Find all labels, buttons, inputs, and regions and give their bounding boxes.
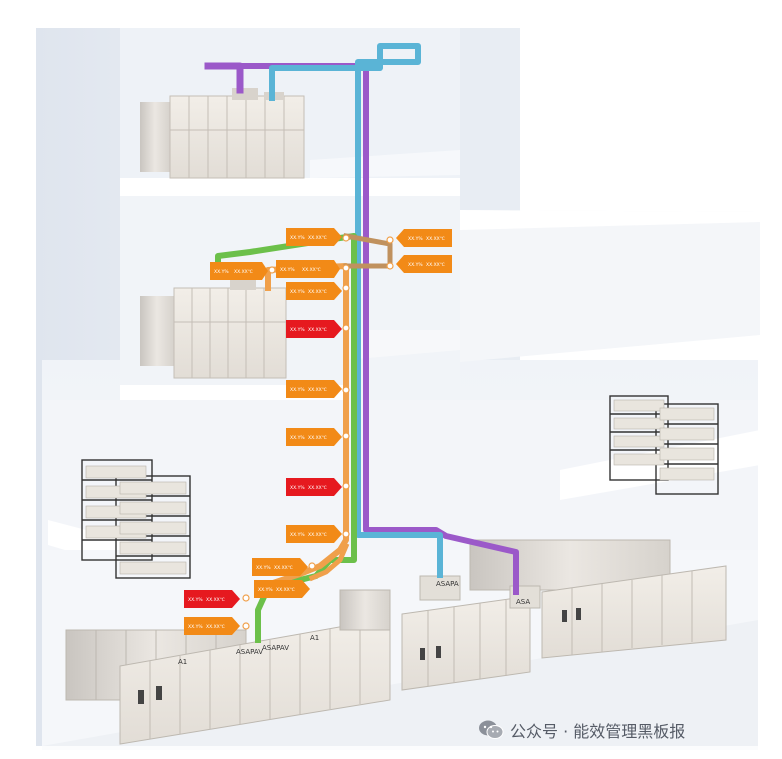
sensor-tag[interactable]: XX.Y% XX.XX℃ — [396, 229, 452, 247]
sensor-tag[interactable]: XX.Y% XX.XX℃ — [210, 262, 268, 280]
pipe-network — [204, 43, 519, 643]
tag-value-temperature: XX.XX℃ — [302, 267, 321, 273]
tag-value-temperature: XX.XX℃ — [276, 587, 295, 593]
sensor-tag[interactable]: XX.Y% XX.XX℃ — [286, 282, 342, 300]
sensor-tag[interactable]: XX.Y% XX.XX℃ — [276, 260, 340, 278]
tag-value-humidity: XX.Y% — [408, 236, 423, 242]
floor-3-room — [120, 196, 760, 400]
tag-value-humidity: XX.Y% — [188, 597, 203, 603]
sensor-tag[interactable]: XX.Y% XX.XX℃ — [396, 255, 452, 273]
tag-value-humidity: XX.Y% — [214, 269, 229, 275]
tag-value-temperature: XX.XX℃ — [308, 485, 327, 491]
equipment-label: ASAPAV — [262, 644, 289, 652]
ahu-unit-top — [140, 88, 305, 179]
tag-value-temperature: XX.XX℃ — [308, 435, 327, 441]
sensor-tag[interactable]: XX.Y% XX.XX℃ — [286, 428, 342, 446]
battery-rack-right — [609, 395, 719, 495]
equipment-label: ASA — [516, 598, 530, 606]
tag-value-humidity: XX.Y% — [408, 262, 423, 268]
sensor-tags: XX.Y% XX.XX℃ XX.Y% XX.XX℃ XX.Y% XX.XX℃ X… — [184, 228, 452, 635]
sensor-tag[interactable]: XX.Y% XX.XX℃ — [286, 525, 342, 543]
tag-value-temperature: XX.XX℃ — [308, 327, 327, 333]
tag-value-humidity: XX.Y% — [258, 587, 273, 593]
power-cabinets-left — [65, 617, 391, 745]
equipment-label: ASAPA — [436, 580, 459, 588]
tag-value-humidity: XX.Y% — [290, 532, 305, 538]
tag-value-humidity: XX.Y% — [256, 565, 271, 571]
tag-value-humidity: XX.Y% — [188, 624, 203, 630]
equipment-label: ASAPAV — [236, 648, 263, 656]
tag-value-temperature: XX.XX℃ — [426, 236, 445, 242]
sensor-tag-alarm[interactable]: XX.Y% XX.XX℃ — [184, 590, 240, 608]
ahu-unit-floor3 — [140, 280, 287, 379]
tag-value-temperature: XX.XX℃ — [426, 262, 445, 268]
power-cabinets-center — [339, 575, 531, 691]
tag-value-temperature: XX.XX℃ — [308, 532, 327, 538]
tag-value-humidity: XX.Y% — [290, 485, 305, 491]
sensor-tag[interactable]: XX.Y% XX.XX℃ — [252, 558, 308, 576]
sensor-tag[interactable]: XX.Y% XX.XX℃ — [286, 380, 342, 398]
pipe-brown — [343, 233, 393, 269]
sensor-tag-alarm[interactable]: XX.Y% XX.XX℃ — [286, 320, 342, 338]
tag-value-humidity: XX.Y% — [290, 289, 305, 295]
equipment-labels: A1 ASAPAV ASAPAV A1 ASAPA ASA — [178, 580, 530, 666]
pipe-orange-lower — [308, 542, 350, 582]
tag-value-humidity: XX.Y% — [280, 267, 295, 273]
tag-value-temperature: XX.XX℃ — [308, 387, 327, 393]
pipe-blue — [269, 43, 443, 578]
tag-value-humidity: XX.Y% — [290, 387, 305, 393]
battery-rack-left — [81, 459, 191, 579]
sensor-tag[interactable]: XX.Y% XX.XX℃ — [286, 228, 342, 246]
tag-value-temperature: XX.XX℃ — [308, 289, 327, 295]
tag-value-temperature: XX.XX℃ — [234, 269, 253, 275]
watermark-text: 公众号 · 能效管理黑板报 — [510, 722, 686, 741]
sensor-tag[interactable]: XX.Y% XX.XX℃ — [254, 580, 310, 598]
tag-value-temperature: XX.XX℃ — [206, 624, 225, 630]
equipment-label: A1 — [310, 634, 319, 642]
power-cabinets-right — [469, 539, 727, 659]
wechat-icon — [479, 720, 504, 739]
sensor-tag-alarm[interactable]: XX.Y% XX.XX℃ — [286, 478, 342, 496]
watermark: 公众号 · 能效管理黑板报 — [478, 718, 685, 742]
tag-value-temperature: XX.XX℃ — [308, 235, 327, 241]
tag-value-temperature: XX.XX℃ — [274, 565, 293, 571]
equipment-label: A1 — [178, 658, 187, 666]
tag-value-humidity: XX.Y% — [290, 235, 305, 241]
tag-value-humidity: XX.Y% — [290, 327, 305, 333]
tag-value-humidity: XX.Y% — [290, 435, 305, 441]
tag-value-temperature: XX.XX℃ — [206, 597, 225, 603]
sensor-tag[interactable]: XX.Y% XX.XX℃ — [184, 617, 240, 635]
